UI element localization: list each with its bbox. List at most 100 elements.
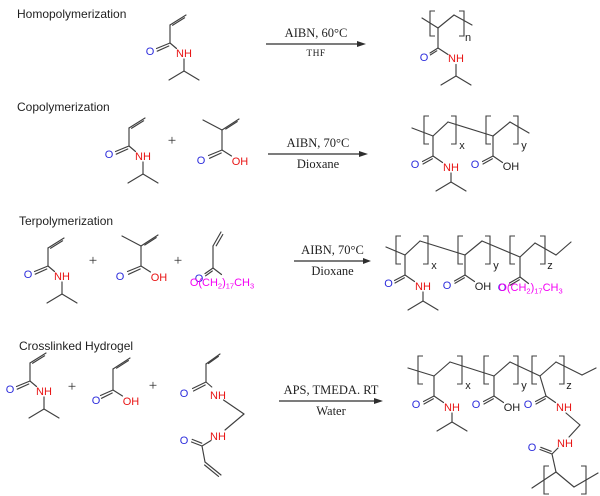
polymer-bracket-right <box>457 355 463 385</box>
bonds <box>411 121 530 192</box>
subscript-z: z <box>566 380 572 392</box>
bonds <box>114 117 159 184</box>
reaction-arrow-homo: AIBN, 60°C THF <box>266 27 366 60</box>
bonds <box>202 118 240 159</box>
polymer-bracket-right <box>459 10 465 37</box>
plus-sign: + <box>167 133 177 149</box>
atom-label-nh: NH <box>443 162 459 174</box>
bonds <box>407 361 599 489</box>
molecule-acrylic-acid-monomer: O OH <box>92 357 140 408</box>
formula-stearyl-chain: O(CH2)17CH3 <box>498 282 562 296</box>
polymer-bracket-right <box>513 355 519 385</box>
molecule-nipam-monomer: O NH <box>105 117 159 184</box>
atom-label-oxygen: O <box>528 442 537 454</box>
atom-label-nh: NH <box>36 386 52 398</box>
bonds <box>204 231 224 277</box>
reaction-arrow-gel: APS, TMEDA. RT Water <box>279 384 383 417</box>
atom-label-oxygen: O <box>524 399 533 411</box>
molecule-methacrylic-acid-monomer: O OH <box>197 118 249 168</box>
bonds <box>190 353 245 477</box>
arrowhead-icon <box>359 151 368 157</box>
plus-sign: + <box>88 253 98 269</box>
bonds <box>33 237 78 304</box>
atom-label-nh: NH <box>557 438 573 450</box>
molecule-nipam-monomer: O NH <box>24 237 78 304</box>
atom-label-oxygen: O <box>6 384 15 396</box>
solvent-text: THF <box>306 49 326 59</box>
atom-label-oh: OH <box>475 281 492 293</box>
atom-label-oxygen: O <box>498 282 507 294</box>
atom-label-oxygen: O <box>412 399 421 411</box>
polymer-bracket-right <box>513 115 519 145</box>
polymer-bracket-right <box>485 235 491 265</box>
atom-label-oxygen: O <box>443 280 452 292</box>
subscript-x: x <box>459 140 465 152</box>
plus-sign: + <box>173 253 183 269</box>
atom-label-oxygen: O <box>471 159 480 171</box>
plus-sign: + <box>148 378 158 394</box>
polymer-bracket-left <box>543 465 549 495</box>
atom-label-nh: NH <box>135 151 151 163</box>
polymer-bracket-right <box>423 235 429 265</box>
polymer-bracket-left <box>457 235 463 265</box>
arrowhead-icon <box>363 258 371 264</box>
atom-label-nh: NH <box>210 431 226 443</box>
reagent-text: AIBN, 70°C <box>286 136 350 150</box>
atom-label-nh: NH <box>210 390 226 402</box>
reagent-text: AIBN, 70°C <box>301 243 364 257</box>
arrow <box>268 151 368 157</box>
molecule-nipam-monomer: O NH <box>146 14 200 81</box>
molecule-terpolymer-product: x y z O NH O OH O O(CH2)17CH3 <box>384 235 572 311</box>
arrow <box>279 398 383 404</box>
molecule-copolymer-product: x y O NH O OH <box>411 115 530 192</box>
section-title-crosslinked-hydrogel: Crosslinked Hydrogel <box>19 339 134 353</box>
atom-label-oh: OH <box>123 396 140 408</box>
polymer-bracket-left <box>395 235 401 265</box>
molecule-methacrylic-acid-monomer: O OH <box>116 234 168 284</box>
solvent-text: Water <box>316 404 346 418</box>
atom-label-oxygen: O <box>197 155 206 167</box>
subscript-x: x <box>465 380 471 392</box>
arrow <box>266 41 366 47</box>
polymer-bracket-right <box>581 465 587 495</box>
atom-label-oxygen: O <box>472 399 481 411</box>
polymer-bracket-right <box>559 355 565 385</box>
atom-label-nh: NH <box>448 53 464 65</box>
bonds <box>99 357 131 399</box>
subscript-z: z <box>547 260 553 272</box>
arrowhead-icon <box>374 398 383 404</box>
reagent-text: AIBN, 60°C <box>284 26 348 40</box>
subscript-y: y <box>493 260 499 272</box>
bonds <box>385 240 572 311</box>
atom-label-oxygen: O <box>420 52 429 64</box>
bonds <box>15 352 60 419</box>
reaction-arrow-co: AIBN, 70°C Dioxane <box>268 137 368 170</box>
atom-label-oh: OH <box>232 156 249 168</box>
solvent-text: Dioxane <box>311 264 354 278</box>
polymer-bracket-left <box>417 355 423 385</box>
subscript-y: y <box>521 140 527 152</box>
atom-label-oh: OH <box>503 161 520 173</box>
polymer-bracket-left <box>531 355 537 385</box>
subscript-y: y <box>521 380 527 392</box>
atom-label-oxygen: O <box>384 278 393 290</box>
reaction-arrow-ter: AIBN, 70°C Dioxane <box>294 244 371 277</box>
atom-label-oxygen: O <box>411 159 420 171</box>
arrowhead-icon <box>357 41 366 47</box>
bonds <box>155 14 200 81</box>
polymer-bracket-right <box>540 235 546 265</box>
molecule-crosslinked-hydrogel-product: x y z O NH O OH O NH NH O <box>407 355 599 495</box>
atom-label-oh: OH <box>504 402 521 414</box>
polymer-bracket-left <box>485 115 491 145</box>
polymer-bracket-left <box>423 115 429 145</box>
reagent-text: APS, TMEDA. RT <box>283 383 379 397</box>
subscript-x: x <box>431 260 437 272</box>
atom-label-oxygen: O <box>116 271 125 283</box>
atom-label-oxygen: O <box>180 388 189 400</box>
subscript-n: n <box>465 32 471 44</box>
polymer-bracket-left <box>483 355 489 385</box>
bonds <box>421 14 473 86</box>
polymer-bracket-left <box>509 235 515 265</box>
atom-label-oh: OH <box>151 272 168 284</box>
